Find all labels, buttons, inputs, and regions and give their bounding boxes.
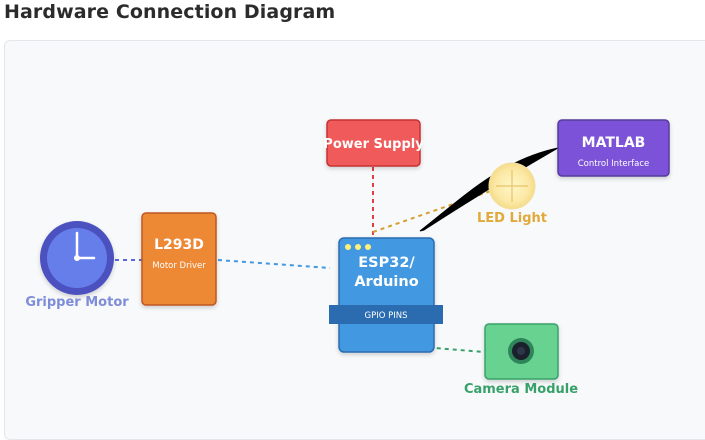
gripper-motor-label: Gripper Motor xyxy=(25,295,129,310)
matlab-label: MATLAB xyxy=(582,135,646,151)
esp32-led-dot-3 xyxy=(365,244,371,250)
esp32-led-dot-1 xyxy=(345,244,351,250)
gpio-strip xyxy=(329,305,443,324)
l293d-sublabel: Motor Driver xyxy=(152,261,206,271)
l293d-label: L293D xyxy=(154,237,204,253)
gripper-motor-node[interactable]: Gripper Motor xyxy=(25,221,129,310)
led-node[interactable]: LED Light xyxy=(477,162,547,226)
esp32-label-line1: ESP32/ xyxy=(358,255,415,271)
power-supply-label: Power Supply xyxy=(323,137,424,152)
l293d-node[interactable]: L293D Motor Driver xyxy=(141,212,217,306)
camera-module-node[interactable]: Camera Module xyxy=(464,323,578,397)
esp32-label-line2: Arduino xyxy=(354,274,418,290)
connection-l293d-esp32 xyxy=(217,259,331,269)
camera-module-label: Camera Module xyxy=(464,382,578,397)
esp32-node[interactable]: ESP32/ Arduino GPIO PINS xyxy=(329,237,443,353)
led-label: LED Light xyxy=(477,211,547,226)
gpio-label: GPIO PINS xyxy=(365,311,408,321)
matlab-node[interactable]: MATLAB Control Interface xyxy=(557,119,670,177)
power-supply-node[interactable]: Power Supply xyxy=(323,119,424,167)
page-title: Hardware Connection Diagram xyxy=(4,1,336,23)
esp32-led-dot-2 xyxy=(355,244,361,250)
matlab-sublabel: Control Interface xyxy=(578,159,649,169)
